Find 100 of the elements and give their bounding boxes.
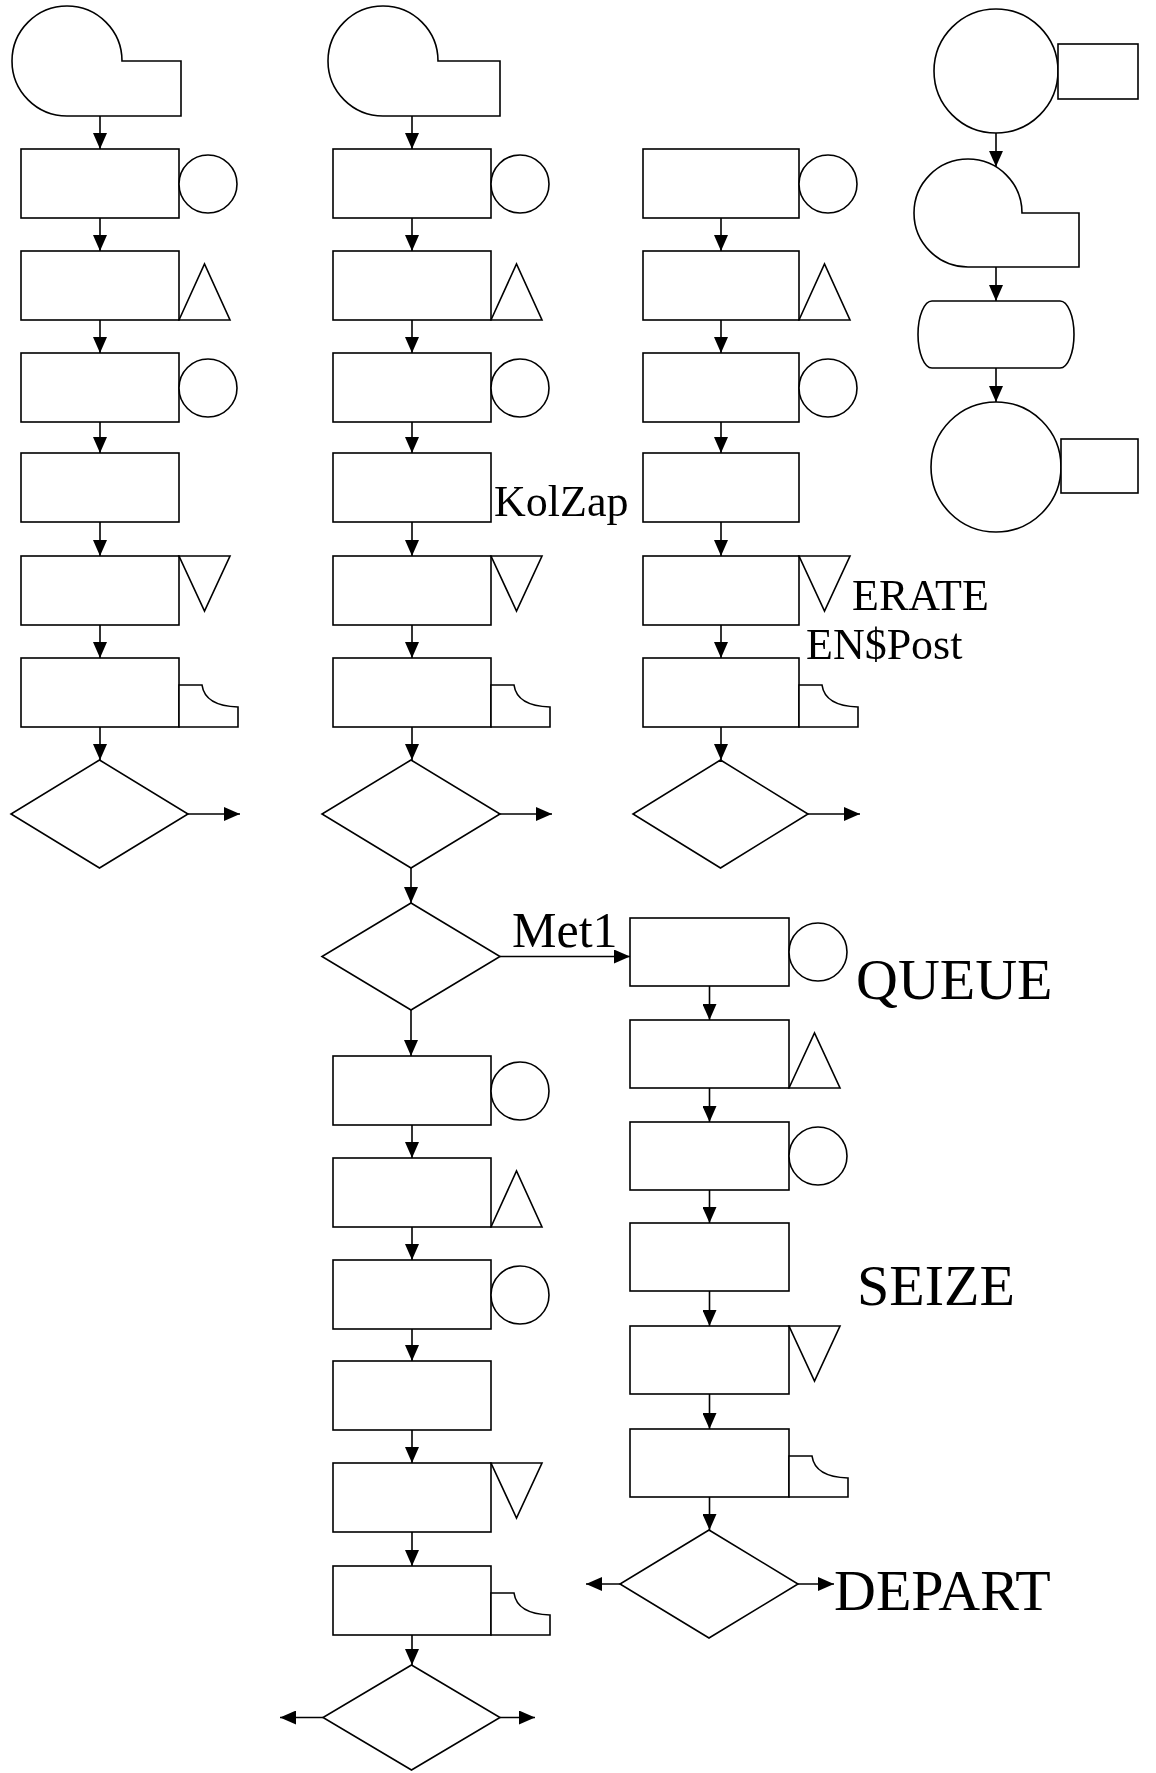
circle-symbol <box>177 152 239 215</box>
arrow <box>405 1429 419 1464</box>
decision-diamond <box>321 1663 502 1772</box>
block-operand-label: SEIZE <box>857 1257 1015 1315</box>
arrow <box>405 1124 419 1159</box>
edge-label: Met1 <box>512 904 618 955</box>
decision-diamond <box>631 758 810 870</box>
process-box <box>331 351 493 424</box>
arrow <box>499 807 553 821</box>
arrow <box>93 624 107 659</box>
arrow <box>499 1710 536 1725</box>
arrow <box>702 1189 717 1224</box>
tab-symbol <box>177 683 240 729</box>
arrow <box>989 367 1003 403</box>
arrow <box>405 1226 419 1261</box>
decision-diamond <box>320 758 502 870</box>
circle-symbol <box>797 356 859 419</box>
inverted-triangle-symbol <box>177 554 232 613</box>
arrow <box>405 624 419 659</box>
arrow <box>585 1577 621 1591</box>
block-operand-label: QUEUE <box>856 951 1053 1009</box>
arrow <box>93 319 107 354</box>
block-operand-label: EN$Post <box>806 623 963 667</box>
process-box <box>641 351 801 424</box>
arrow <box>93 421 107 454</box>
arrow <box>404 1009 418 1057</box>
arrow <box>714 521 728 557</box>
arrow <box>405 726 419 761</box>
inverted-triangle-symbol <box>489 554 544 613</box>
arrow <box>93 115 107 150</box>
arrow <box>702 1496 717 1531</box>
circle-symbol <box>797 152 859 215</box>
process-box <box>331 1359 493 1432</box>
process-box <box>628 1120 791 1192</box>
generate-block <box>326 4 502 118</box>
arrow <box>714 421 728 454</box>
arrow <box>714 217 728 252</box>
arrow <box>714 726 728 761</box>
arrow <box>405 421 419 454</box>
inverted-triangle-symbol <box>787 1324 842 1383</box>
circle-symbol <box>489 1263 551 1326</box>
tab-symbol <box>797 683 860 729</box>
process-box <box>1059 437 1140 495</box>
arrow <box>93 217 107 252</box>
block-operand-label: ERATE <box>852 574 989 618</box>
circle-symbol <box>177 356 239 419</box>
arrow <box>702 985 717 1021</box>
generate-block <box>912 157 1081 269</box>
process-box <box>1056 42 1140 101</box>
arrow <box>279 1710 324 1725</box>
arrow <box>405 1328 419 1362</box>
process-box <box>331 451 493 524</box>
triangle-symbol <box>177 262 232 322</box>
process-box <box>641 147 801 220</box>
process-box <box>331 147 493 220</box>
inverted-triangle-symbol <box>797 554 852 613</box>
decision-diamond <box>9 758 190 870</box>
block-operand-label: DEPART <box>834 1562 1051 1620</box>
arrow <box>405 1531 419 1567</box>
arrow <box>989 132 1003 168</box>
circle-symbol <box>787 1125 849 1187</box>
arrow <box>702 1393 717 1430</box>
triangle-symbol <box>489 1169 544 1229</box>
arrow <box>405 521 419 557</box>
tab-symbol <box>787 1454 850 1499</box>
arrow <box>93 726 107 761</box>
circle-symbol <box>932 7 1060 135</box>
tab-symbol <box>489 683 552 729</box>
triangle-symbol <box>787 1031 842 1090</box>
arrow <box>93 521 107 557</box>
inverted-triangle-symbol <box>489 1461 544 1520</box>
generate-block <box>10 4 183 118</box>
arrow <box>714 624 728 659</box>
arrow <box>989 266 1003 302</box>
process-box <box>19 451 181 524</box>
decision-diamond <box>618 1528 800 1640</box>
arrow <box>702 1290 717 1327</box>
process-box <box>628 916 791 988</box>
arrow <box>714 319 728 354</box>
process-box <box>641 451 801 524</box>
process-box <box>331 1258 493 1331</box>
arrow <box>187 807 241 821</box>
circle-symbol <box>489 356 551 419</box>
process-box <box>628 1221 791 1293</box>
triangle-symbol <box>797 262 852 322</box>
process-box <box>331 1054 493 1127</box>
arrow <box>405 319 419 354</box>
arrow <box>405 217 419 252</box>
arrow <box>702 1087 717 1123</box>
block-operand-label: KolZap <box>494 480 629 524</box>
circle-symbol <box>929 400 1063 534</box>
triangle-symbol <box>489 262 544 322</box>
arrow <box>405 115 419 150</box>
arrow <box>807 807 861 821</box>
process-box <box>19 147 181 220</box>
tab-symbol <box>489 1591 552 1637</box>
arrow <box>499 949 631 964</box>
circle-symbol <box>787 921 849 983</box>
decision-diamond <box>320 901 502 1012</box>
capsule-block <box>916 299 1076 370</box>
